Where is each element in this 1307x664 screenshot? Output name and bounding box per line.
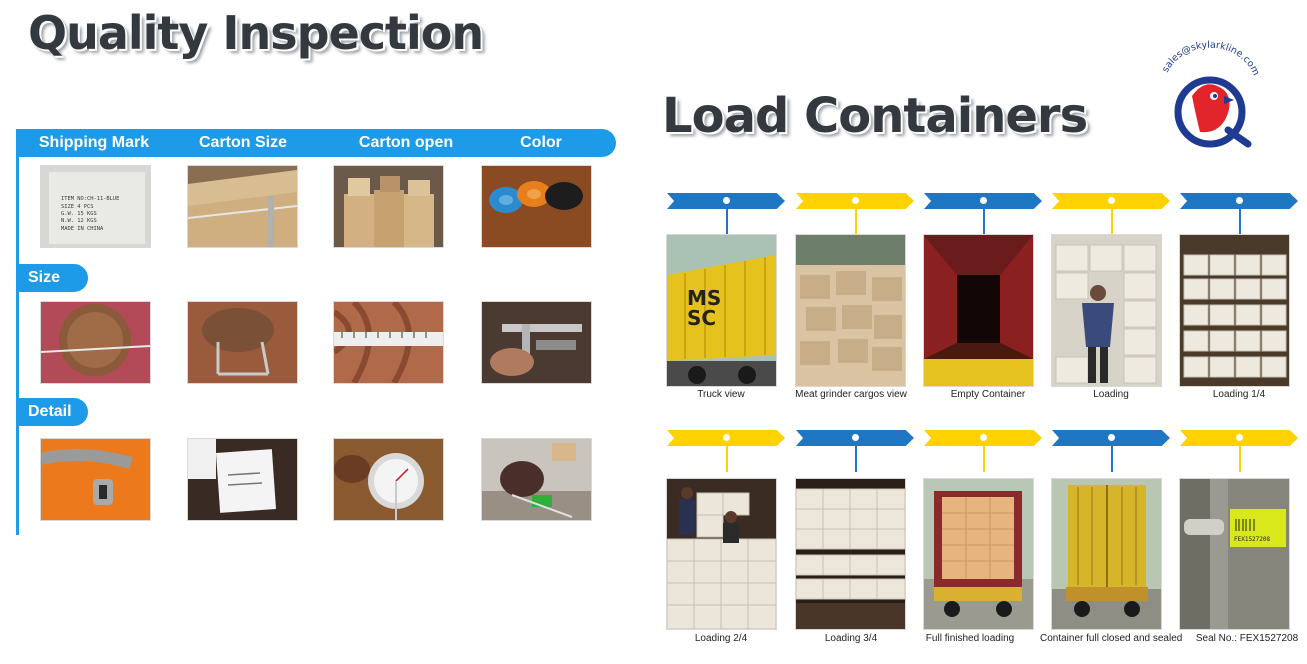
header-shipping-mark: Shipping Mark [38, 134, 150, 151]
step-dot-1 [723, 197, 730, 204]
step-stem-8 [983, 446, 985, 472]
step-dot-6 [723, 434, 730, 441]
step-dot-8 [980, 434, 987, 441]
caption-loading-1-4: Loading 1/4 [1212, 389, 1266, 400]
loading-2-4-photo [667, 479, 776, 629]
step-stem-1 [726, 209, 728, 235]
quality-inspection-title: Quality Inspection [28, 6, 484, 60]
mark-text-4: N.W. 12 KGS [61, 218, 97, 224]
mark-text-5: MADE IN CHINA [61, 226, 104, 232]
step-stem-3 [983, 209, 985, 235]
step-stem-6 [726, 446, 728, 472]
meat-grinder-cargos-photo [796, 235, 905, 386]
detail-photo-3 [334, 439, 443, 520]
step-dot-5 [1236, 197, 1243, 204]
seal-photo: FEX1527208 [1180, 479, 1289, 629]
detail-label: Detail [16, 398, 88, 426]
mark-text-1: ITEM NO:CH-11-BLUE [61, 196, 119, 202]
step-stem-5 [1239, 209, 1241, 235]
detail-photo-4 [482, 439, 591, 520]
header-carton-size: Carton Size [198, 134, 288, 151]
loading-3-4-photo [796, 479, 905, 629]
caption-loading: Loading [1093, 389, 1129, 400]
carton-size-photo [188, 166, 297, 247]
loading-photo [1052, 235, 1161, 386]
qi-left-rule [16, 132, 19, 535]
step-stem-9 [1111, 446, 1113, 472]
loading-1-4-photo [1180, 235, 1289, 386]
step-dot-7 [852, 434, 859, 441]
shipping-mark-photo: ITEM NO:CH-11-BLUE SIZE 4 PCS G.W. 15 KG… [41, 166, 150, 247]
header-carton-open: Carton open [358, 134, 454, 151]
truck-logo-text-1: MS [687, 286, 721, 310]
step-stem-10 [1239, 446, 1241, 472]
caption-container-closed-sealed: Container full closed and sealed [1040, 633, 1183, 644]
caption-loading-3-4: Loading 3/4 [824, 633, 878, 644]
seal-number-text: FEX1527208 [1234, 536, 1271, 543]
logo-email: sales@skylarkline.com [1160, 40, 1261, 78]
truck-view-photo: MS SC [667, 235, 776, 386]
step-stem-7 [855, 446, 857, 472]
header-color: Color [520, 134, 562, 151]
load-containers-title: Load Containers [662, 88, 1088, 144]
carton-open-photo [334, 166, 443, 247]
mark-text-2: SIZE 4 PCS [61, 204, 93, 210]
full-finished-loading-photo [924, 479, 1033, 629]
step-dot-10 [1236, 434, 1243, 441]
step-dot-2 [852, 197, 859, 204]
company-logo: sales@skylarkline.com [1158, 36, 1264, 152]
size-photo-1 [41, 302, 150, 383]
caption-meat-grinder-cargos: Meat grinder cargos view [795, 389, 907, 400]
size-photo-2 [188, 302, 297, 383]
caption-seal-number: Seal No.: FEX1527208 [1195, 633, 1299, 644]
color-photo [482, 166, 591, 247]
step-stem-4 [1111, 209, 1113, 235]
step-dot-9 [1108, 434, 1115, 441]
svg-text:sales@skylarkline.com: sales@skylarkline.com [1160, 40, 1261, 78]
caption-empty-container: Empty Container [950, 389, 1026, 400]
size-label: Size [16, 264, 88, 292]
detail-photo-2 [188, 439, 297, 520]
step-dot-4 [1108, 197, 1115, 204]
step-stem-2 [855, 209, 857, 235]
caption-full-finished-loading: Full finished loading [925, 633, 1015, 644]
caption-truck-view: Truck view [697, 389, 745, 400]
caption-loading-2-4: Loading 2/4 [694, 633, 748, 644]
mark-text-3: G.W. 15 KGS [61, 211, 97, 217]
qi-header-bar: Shipping Mark Carton Size Carton open Co… [16, 129, 616, 157]
container-closed-sealed-photo [1052, 479, 1161, 629]
detail-photo-1 [41, 439, 150, 520]
size-photo-4 [482, 302, 591, 383]
empty-container-photo [924, 235, 1033, 386]
size-photo-3 [334, 302, 443, 383]
truck-logo-text-2: SC [687, 306, 716, 330]
step-dot-3 [980, 197, 987, 204]
